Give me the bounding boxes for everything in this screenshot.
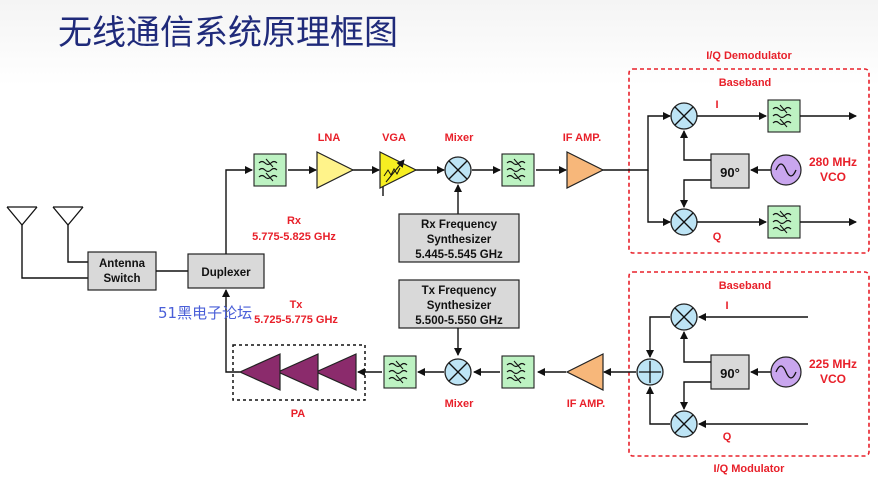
mod-phase-shifter-box (710, 354, 750, 390)
rx-filter-icon (253, 153, 287, 187)
pa-stage-1-icon (314, 353, 357, 391)
pa-stage-3-icon (238, 353, 281, 391)
mod-i-mixer-icon (670, 303, 698, 331)
demod-i-label: I (715, 99, 718, 111)
antenna-2-icon (52, 206, 84, 226)
rx-synth-line2: Synthesizer (427, 234, 492, 246)
rx-if-filter-icon (501, 153, 535, 187)
tx-if-amp-icon (565, 353, 604, 391)
wire-demod-phase-i (680, 130, 711, 161)
baseband-top-label: Baseband (719, 77, 772, 89)
lna-label: LNA (318, 132, 341, 144)
antenna-switch-line1: Antenna (99, 258, 146, 270)
mod-i-label: I (725, 300, 728, 312)
tx-synth-line2: Synthesizer (427, 300, 492, 312)
page-title: 无线通信系统原理框图 (58, 13, 398, 53)
tx-filter-icon (383, 355, 417, 389)
wire-mod-i-sum (646, 316, 670, 358)
demod-phase-label: 90° (720, 165, 740, 180)
demod-q-filter-icon (767, 205, 801, 239)
demod-i-filter-icon (767, 99, 801, 133)
wire-mod-q-sum (646, 386, 670, 425)
rx-band-name: Rx (287, 215, 302, 227)
wire-ifamp-demod-q (647, 170, 671, 226)
wire-pa-duplexer (222, 289, 240, 373)
demod-i-mixer-icon (670, 102, 698, 130)
lna-amplifier-icon (316, 151, 355, 189)
demod-q-label: Q (713, 231, 722, 243)
mod-phase-label: 90° (720, 366, 740, 381)
vco-bottom-name: VCO (820, 372, 846, 386)
antenna-switch-line2: Switch (103, 273, 140, 285)
vco-bottom-icon (770, 356, 802, 388)
duplexer-box (187, 253, 265, 289)
vco-top-freq: 280 MHz (809, 155, 857, 169)
iq-demodulator-frame (628, 68, 870, 254)
demod-q-mixer-icon (670, 208, 698, 236)
rx-synthesizer-box (398, 213, 520, 263)
antenna-switch-box (87, 251, 157, 291)
iq-modulator-frame (628, 271, 870, 457)
tx-mixer-label: Mixer (445, 398, 474, 410)
wire-mod-phase-i (680, 331, 711, 363)
wire-duplexer-rx (225, 166, 253, 254)
rx-band-freq: 5.775-5.825 GHz (252, 231, 336, 243)
vga-variable-icon (383, 167, 401, 177)
pa-label: PA (291, 408, 306, 420)
wire-ifamp-demod-i (602, 112, 671, 171)
wire-antenna-1 (21, 225, 88, 279)
pa-stage-2-icon (276, 353, 319, 391)
duplexer-label: Duplexer (201, 267, 251, 279)
demod-phase-shifter-box (710, 153, 750, 189)
antenna-1-icon (6, 206, 38, 226)
tx-band-freq: 5.725-5.775 GHz (254, 314, 338, 326)
rx-mixer-icon (444, 156, 472, 184)
tx-band-name: Tx (290, 299, 304, 311)
tx-synth-line1: Tx Frequency (422, 285, 497, 297)
mod-q-mixer-icon (670, 410, 698, 438)
baseband-bottom-label: Baseband (719, 280, 772, 292)
vga-amplifier-icon (379, 151, 418, 189)
tx-if-amp-label: IF AMP. (567, 398, 606, 410)
vco-bottom-freq: 225 MHz (809, 357, 857, 371)
rx-if-amp-icon (566, 151, 605, 189)
tx-if-filter-icon (501, 355, 535, 389)
wire-antenna-2 (67, 225, 88, 263)
rx-synth-line3: 5.445-5.545 GHz (415, 249, 503, 261)
tx-mixer-icon (444, 358, 472, 386)
tx-synth-line3: 5.500-5.550 GHz (415, 315, 503, 327)
rx-if-amp-label: IF AMP. (563, 132, 602, 144)
iq-demodulator-label: I/Q Demodulator (706, 50, 792, 62)
vga-label: VGA (382, 132, 406, 144)
mod-q-label: Q (723, 431, 732, 443)
pa-frame (232, 344, 366, 401)
summer-icon (636, 358, 664, 386)
watermark-text: 51黑电子论坛 (158, 304, 252, 322)
vga-arrow-icon (385, 159, 405, 183)
vco-top-name: VCO (820, 170, 846, 184)
wire-demod-phase-q (680, 179, 711, 208)
iq-modulator-label: I/Q Modulator (714, 463, 786, 475)
rx-synth-line1: Rx Frequency (421, 219, 498, 231)
rx-mixer-label: Mixer (445, 132, 474, 144)
vco-top-icon (770, 154, 802, 186)
tx-synthesizer-box (398, 279, 520, 329)
wire-mod-phase-q (680, 381, 711, 410)
